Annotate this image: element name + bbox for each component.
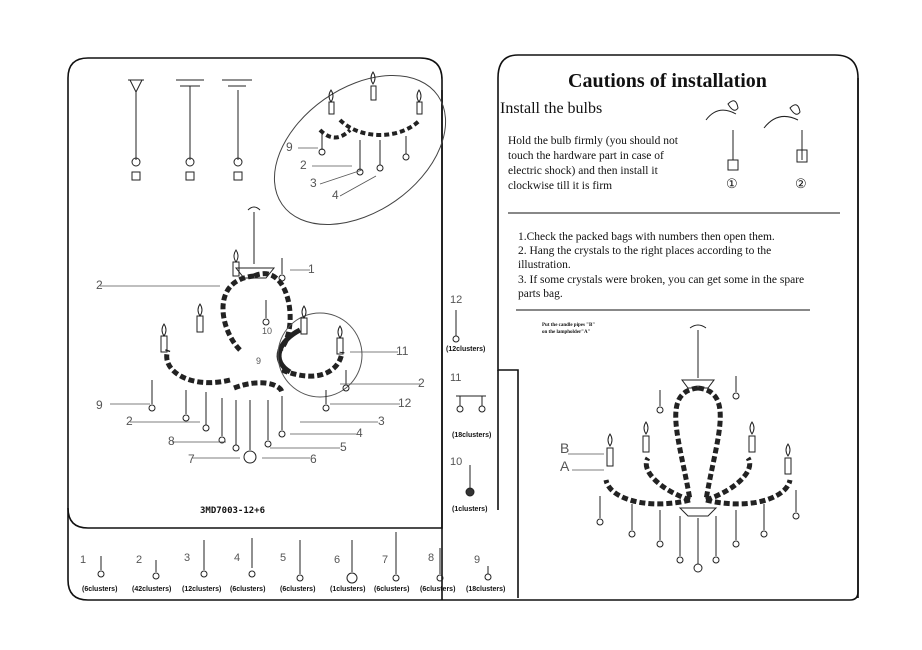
callout: 7: [188, 452, 195, 466]
inset-chandelier-drawing: [298, 71, 423, 197]
bottom-part-count: (42clusters): [132, 586, 172, 593]
left-panel-frame: [67, 57, 443, 529]
right-chandelier-drawing: [568, 324, 800, 573]
step-label-1: ①: [726, 176, 738, 191]
callout: 5: [340, 440, 347, 454]
right-panel-frame: [497, 54, 859, 598]
candle-note-line1: Put the candle pipes "B": [542, 323, 596, 328]
callout: 3: [378, 414, 385, 428]
side-part-number: 10: [450, 456, 463, 468]
bottom-part-number: 6: [334, 554, 341, 566]
side-part-count: (12clusters): [446, 346, 486, 353]
bottom-part-number: 9: [474, 554, 481, 566]
bottom-part-number: 2: [136, 554, 143, 566]
bottom-parts-drawings: [97, 532, 492, 584]
inset-callout: 9: [286, 140, 293, 154]
side-part-count: (18clusters): [452, 432, 492, 439]
middle-column-frame: [441, 90, 499, 600]
callout: 1: [308, 262, 315, 276]
bottom-part-number: 5: [280, 552, 287, 564]
callout: 8: [168, 434, 175, 448]
callout: 12: [398, 396, 412, 410]
bottom-part-count: (6clusters): [230, 586, 266, 593]
bottom-part-number: 3: [184, 552, 191, 564]
step-label-2: ②: [795, 176, 807, 191]
side-part-count: (1clusters): [452, 506, 488, 513]
callout: 2: [126, 414, 133, 428]
side-part-number: 11: [450, 372, 462, 384]
bottom-part-number: 1: [80, 554, 87, 566]
bottom-part-number: 8: [428, 552, 435, 564]
callout: 9: [96, 398, 103, 412]
bottom-part-number: 7: [382, 554, 389, 566]
bottom-panel-frame: [67, 78, 859, 601]
bottom-part-count: (6clusters): [82, 586, 118, 593]
main-chandelier-drawing: [148, 206, 363, 464]
ceiling-mount-options: [128, 79, 252, 181]
bottom-part-count: (1clusters): [330, 586, 366, 593]
instruction-step-1: 1.Check the packed bags with numbers the…: [518, 231, 775, 243]
instruction-step-3: 3. If some crystals were broken, you can…: [518, 274, 805, 300]
side-part-number: 12: [450, 294, 463, 306]
callout: 11: [396, 344, 409, 358]
bottom-part-count: (6clusters): [420, 586, 456, 593]
callout: 6: [310, 452, 317, 466]
instruction-step-2: 2. Hang the crystals to the right places…: [518, 245, 772, 271]
callout: 10: [262, 326, 273, 336]
callout: 2: [96, 278, 103, 292]
detail-inset: [273, 75, 447, 225]
bulb-install-drawings: [705, 100, 808, 171]
cautions-title: Cautions of installation: [568, 70, 767, 92]
bottom-part-count: (6clusters): [374, 586, 410, 593]
bottom-part-number: 4: [234, 552, 241, 564]
bottom-part-count: (6clusters): [280, 586, 316, 593]
candle-note-line2: on the lampholder"A": [542, 330, 591, 335]
inset-callout: 2: [300, 158, 307, 172]
callout: 9: [256, 356, 262, 366]
install-bulbs-heading: Install the bulbs: [500, 100, 603, 117]
callout: 2: [418, 376, 425, 390]
inset-callout: 3: [310, 176, 317, 190]
bottom-part-count: (18clusters): [466, 586, 506, 593]
model-number: 3MD7003-12+6: [200, 506, 266, 516]
bottom-part-count: (12clusters): [182, 586, 222, 593]
label-b: B: [560, 440, 570, 456]
label-a: A: [560, 458, 570, 474]
inset-callout: 4: [332, 188, 339, 202]
callout: 4: [356, 426, 363, 440]
side-parts-drawings: [452, 310, 486, 497]
bulb-instructions: Hold the bulb firmly (you should not tou…: [508, 135, 678, 192]
